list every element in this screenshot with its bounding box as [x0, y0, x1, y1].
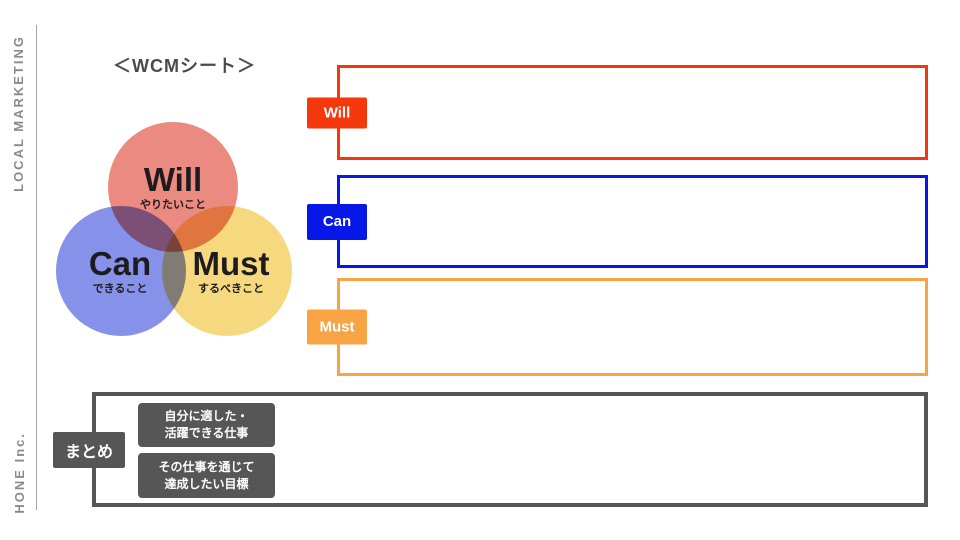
- summary-hint-goal: その仕事を通じて 達成したい目標: [138, 453, 275, 498]
- venn-label-must-subtitle: するべきこと: [198, 283, 264, 295]
- summary-hint-suitable-job-line2: 活躍できる仕事: [164, 426, 249, 440]
- must-tab: Must: [307, 309, 367, 345]
- venn-label-can-subtitle: できること: [92, 283, 148, 295]
- can-answer-box[interactable]: Can: [307, 175, 928, 268]
- page-title: ＜WCMシート＞: [113, 56, 256, 76]
- must-answer-box[interactable]: Must: [307, 278, 928, 376]
- brand-text-hone-inc: HONE Inc.: [12, 432, 27, 514]
- venn-label-must: Must するべきこと: [151, 247, 311, 295]
- venn-circle-must: [162, 206, 292, 336]
- will-answer-box[interactable]: Will: [307, 65, 928, 160]
- side-divider-line: [36, 25, 37, 510]
- will-tab: Will: [307, 97, 367, 128]
- venn-label-can-title: Can: [88, 245, 152, 282]
- venn-label-must-title: Must: [192, 245, 270, 282]
- summary-hint-goal-line2: 達成したい目標: [164, 476, 249, 491]
- summary-answer-box[interactable]: まとめ 自分に適した・ 活躍できる仕事 その仕事を通じて 達成したい目標: [53, 392, 928, 507]
- wcm-venn-diagram: Will やりたいこと Can できること Must するべきこと: [0, 0, 340, 360]
- can-tab: Can: [307, 203, 367, 240]
- venn-label-will-title: Will: [143, 161, 203, 198]
- summary-hint-goal-line1: その仕事を通じて: [158, 459, 255, 474]
- summary-hint-suitable-job: 自分に適した・ 活躍できる仕事: [138, 403, 275, 447]
- venn-label-can: Can できること: [40, 247, 200, 295]
- summary-tab: まとめ: [53, 431, 125, 468]
- venn-label-will: Will やりたいこと: [93, 163, 253, 211]
- summary-hint-suitable-job-line1: 自分に適した・: [164, 409, 249, 424]
- venn-label-will-subtitle: やりたいこと: [140, 199, 206, 211]
